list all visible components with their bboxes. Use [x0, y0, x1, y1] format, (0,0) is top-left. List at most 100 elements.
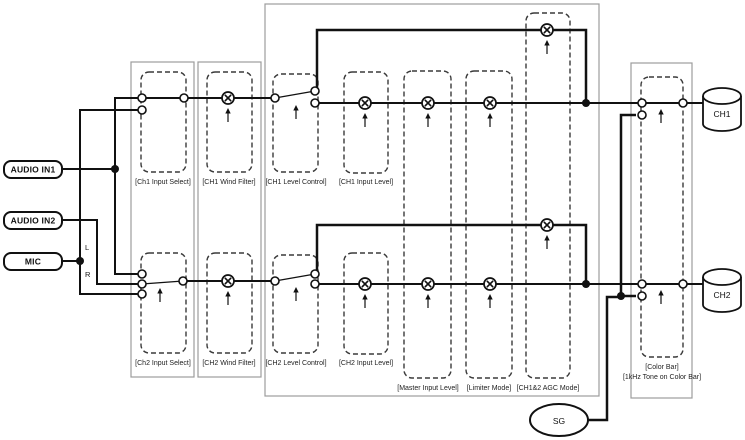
- ch2-output-cylinder: CH2: [702, 268, 742, 313]
- switch-contacts: [137, 86, 688, 301]
- ch1-wind-filter-block: [206, 71, 253, 173]
- ch2-colorbar-tone-contact: [637, 291, 647, 301]
- ch2-wind-filter-multiplier-icon: [221, 274, 235, 288]
- ch1-colorbar-output-contact: [678, 98, 688, 108]
- ch1-limiter-multiplier-icon: [483, 96, 497, 110]
- ch1-level-control-label: [CH1 Level Control]: [265, 179, 326, 186]
- ch2-select-contact-audioin1: [137, 269, 147, 279]
- ch2-input-select-label: [Ch2 Input Select]: [135, 360, 191, 367]
- ch1-level-manual-contact: [310, 98, 320, 108]
- ch1-level-control-block: [272, 73, 319, 173]
- ch1-wind-filter-multiplier-icon: [221, 91, 235, 105]
- agc-mode-block: [525, 12, 571, 379]
- ch2-agc-multiplier-icon: [540, 218, 554, 232]
- ch1-level-switch-arm: [274, 90, 316, 99]
- audio-in1-branch-wire: [114, 97, 142, 275]
- ch2-master-level-arrow-icon: [424, 293, 432, 309]
- input-select-group-box: [130, 61, 195, 378]
- color-bar-block: [640, 76, 684, 358]
- ch1-master-level-multiplier-icon: [421, 96, 435, 110]
- ch2-level-agc-contact: [310, 269, 320, 279]
- ch1-input-select-label: [Ch1 Input Select]: [135, 179, 191, 186]
- ch1-output-cylinder: CH1: [702, 87, 742, 132]
- color-bar-group-box: [630, 62, 693, 399]
- ch2-input-level-block: [343, 252, 389, 355]
- ch2-select-output-contact: [178, 276, 188, 286]
- signal-generator: [529, 403, 589, 437]
- ch2-input-select-block: [140, 252, 187, 354]
- mic-terminal: [3, 252, 63, 271]
- ch1-master-level-arrow-icon: [424, 112, 432, 128]
- audio-in1-junction-dot: [111, 165, 119, 173]
- mic-lr-wire: [62, 109, 142, 295]
- ch1-level-input-contact: [270, 93, 280, 103]
- ch1-input-level-label: [CH1 Input Level]: [339, 179, 393, 186]
- ch2-wind-filter-arrow-icon: [224, 290, 232, 306]
- audio-in1-label: AUDIO IN1: [11, 165, 56, 175]
- ch2-colorbar-output-contact: [678, 279, 688, 289]
- ch1-input-select-block: [140, 71, 187, 173]
- ch2-input-level-label: [CH2 Input Level]: [339, 360, 393, 367]
- sg-wire: [588, 295, 621, 422]
- ch1-wind-filter-arrow-icon: [224, 107, 232, 123]
- ch1-select-contact-audioin1: [137, 93, 147, 103]
- ch2-input-level-arrow-icon: [361, 293, 369, 309]
- ch1-input-level-block: [343, 71, 389, 174]
- ch2-limiter-multiplier-icon: [483, 277, 497, 291]
- ch1-select-output-contact: [179, 93, 189, 103]
- ch1-colorbar-arrow-icon: [657, 108, 665, 124]
- ch2-level-switch-arm: [274, 273, 316, 282]
- ch2-level-control-label: [CH2 Level Control]: [265, 360, 326, 367]
- ch2-input-level-multiplier-icon: [358, 277, 372, 291]
- color-bar-label: [Color Bar]: [645, 364, 679, 371]
- ch1-colorbar-audio-contact: [637, 98, 647, 108]
- ch2-agc-junction-dot: [582, 280, 590, 288]
- color-bar-tone-label: [1kHz Tone on Color Bar]: [623, 374, 701, 381]
- ch2-limiter-arrow-icon: [486, 293, 494, 309]
- junction-dots: [76, 99, 625, 300]
- mic-left-label: L: [85, 243, 89, 252]
- ch2-colorbar-audio-contact: [637, 279, 647, 289]
- ch1-agc-junction-dot: [582, 99, 590, 107]
- ch2-master-level-multiplier-icon: [421, 277, 435, 291]
- ch1-level-agc-contact: [310, 86, 320, 96]
- mic-lr-junction-dot: [76, 257, 84, 265]
- ch1-limiter-arrow-icon: [486, 112, 494, 128]
- ch1-colorbar-tone-contact: [637, 110, 647, 120]
- ch2-level-input-contact: [270, 276, 280, 286]
- ch2-select-contact-mic-r: [137, 289, 147, 299]
- ch1-agc-multiplier-icon: [540, 23, 554, 37]
- control-arrows: [156, 39, 665, 309]
- audio-in2-terminal: [3, 211, 63, 230]
- limiter-mode-label: [Limiter Mode]: [467, 385, 511, 392]
- signal-generator-label: SG: [553, 416, 565, 426]
- ch1-agc-arrow-icon: [543, 39, 551, 55]
- audio-in2-label: AUDIO IN2: [11, 216, 56, 226]
- ch1-output-label: CH1: [713, 109, 730, 119]
- level-processing-group-box: [264, 3, 600, 397]
- agc-mode-label: [CH1&2 AGC Mode]: [517, 385, 580, 392]
- ch1-input-level-multiplier-icon: [358, 96, 372, 110]
- master-input-level-label: [Master Input Level]: [397, 385, 459, 392]
- ch1-input-level-arrow-icon: [361, 112, 369, 128]
- ch1-wind-filter-label: [CH1 Wind Filter]: [202, 179, 255, 186]
- ch2-output-label: CH2: [713, 290, 730, 300]
- ch2-wind-filter-block: [206, 252, 253, 354]
- ch2-level-control-arrow-icon: [292, 286, 300, 302]
- ch1-level-control-arrow-icon: [292, 104, 300, 120]
- ch2-wind-filter-label: [CH2 Wind Filter]: [202, 360, 255, 367]
- gain-multipliers: [221, 23, 554, 291]
- audio-in1-terminal: [3, 160, 63, 179]
- ch2-input-select-arrow-icon: [156, 287, 164, 303]
- wind-filter-group-box: [197, 61, 262, 378]
- block-labels: [Ch1 Input Select] [CH1 Wind Filter] [CH…: [135, 179, 701, 392]
- ch2-select-contact-audioin2: [137, 279, 147, 289]
- ch2-agc-arrow-icon: [543, 234, 551, 250]
- ch2-level-control-block: [272, 254, 319, 354]
- tone-feed-wire: [619, 113, 636, 298]
- mic-label: MIC: [25, 257, 41, 267]
- ch2-level-manual-contact: [310, 279, 320, 289]
- ch2-colorbar-arrow-icon: [657, 289, 665, 305]
